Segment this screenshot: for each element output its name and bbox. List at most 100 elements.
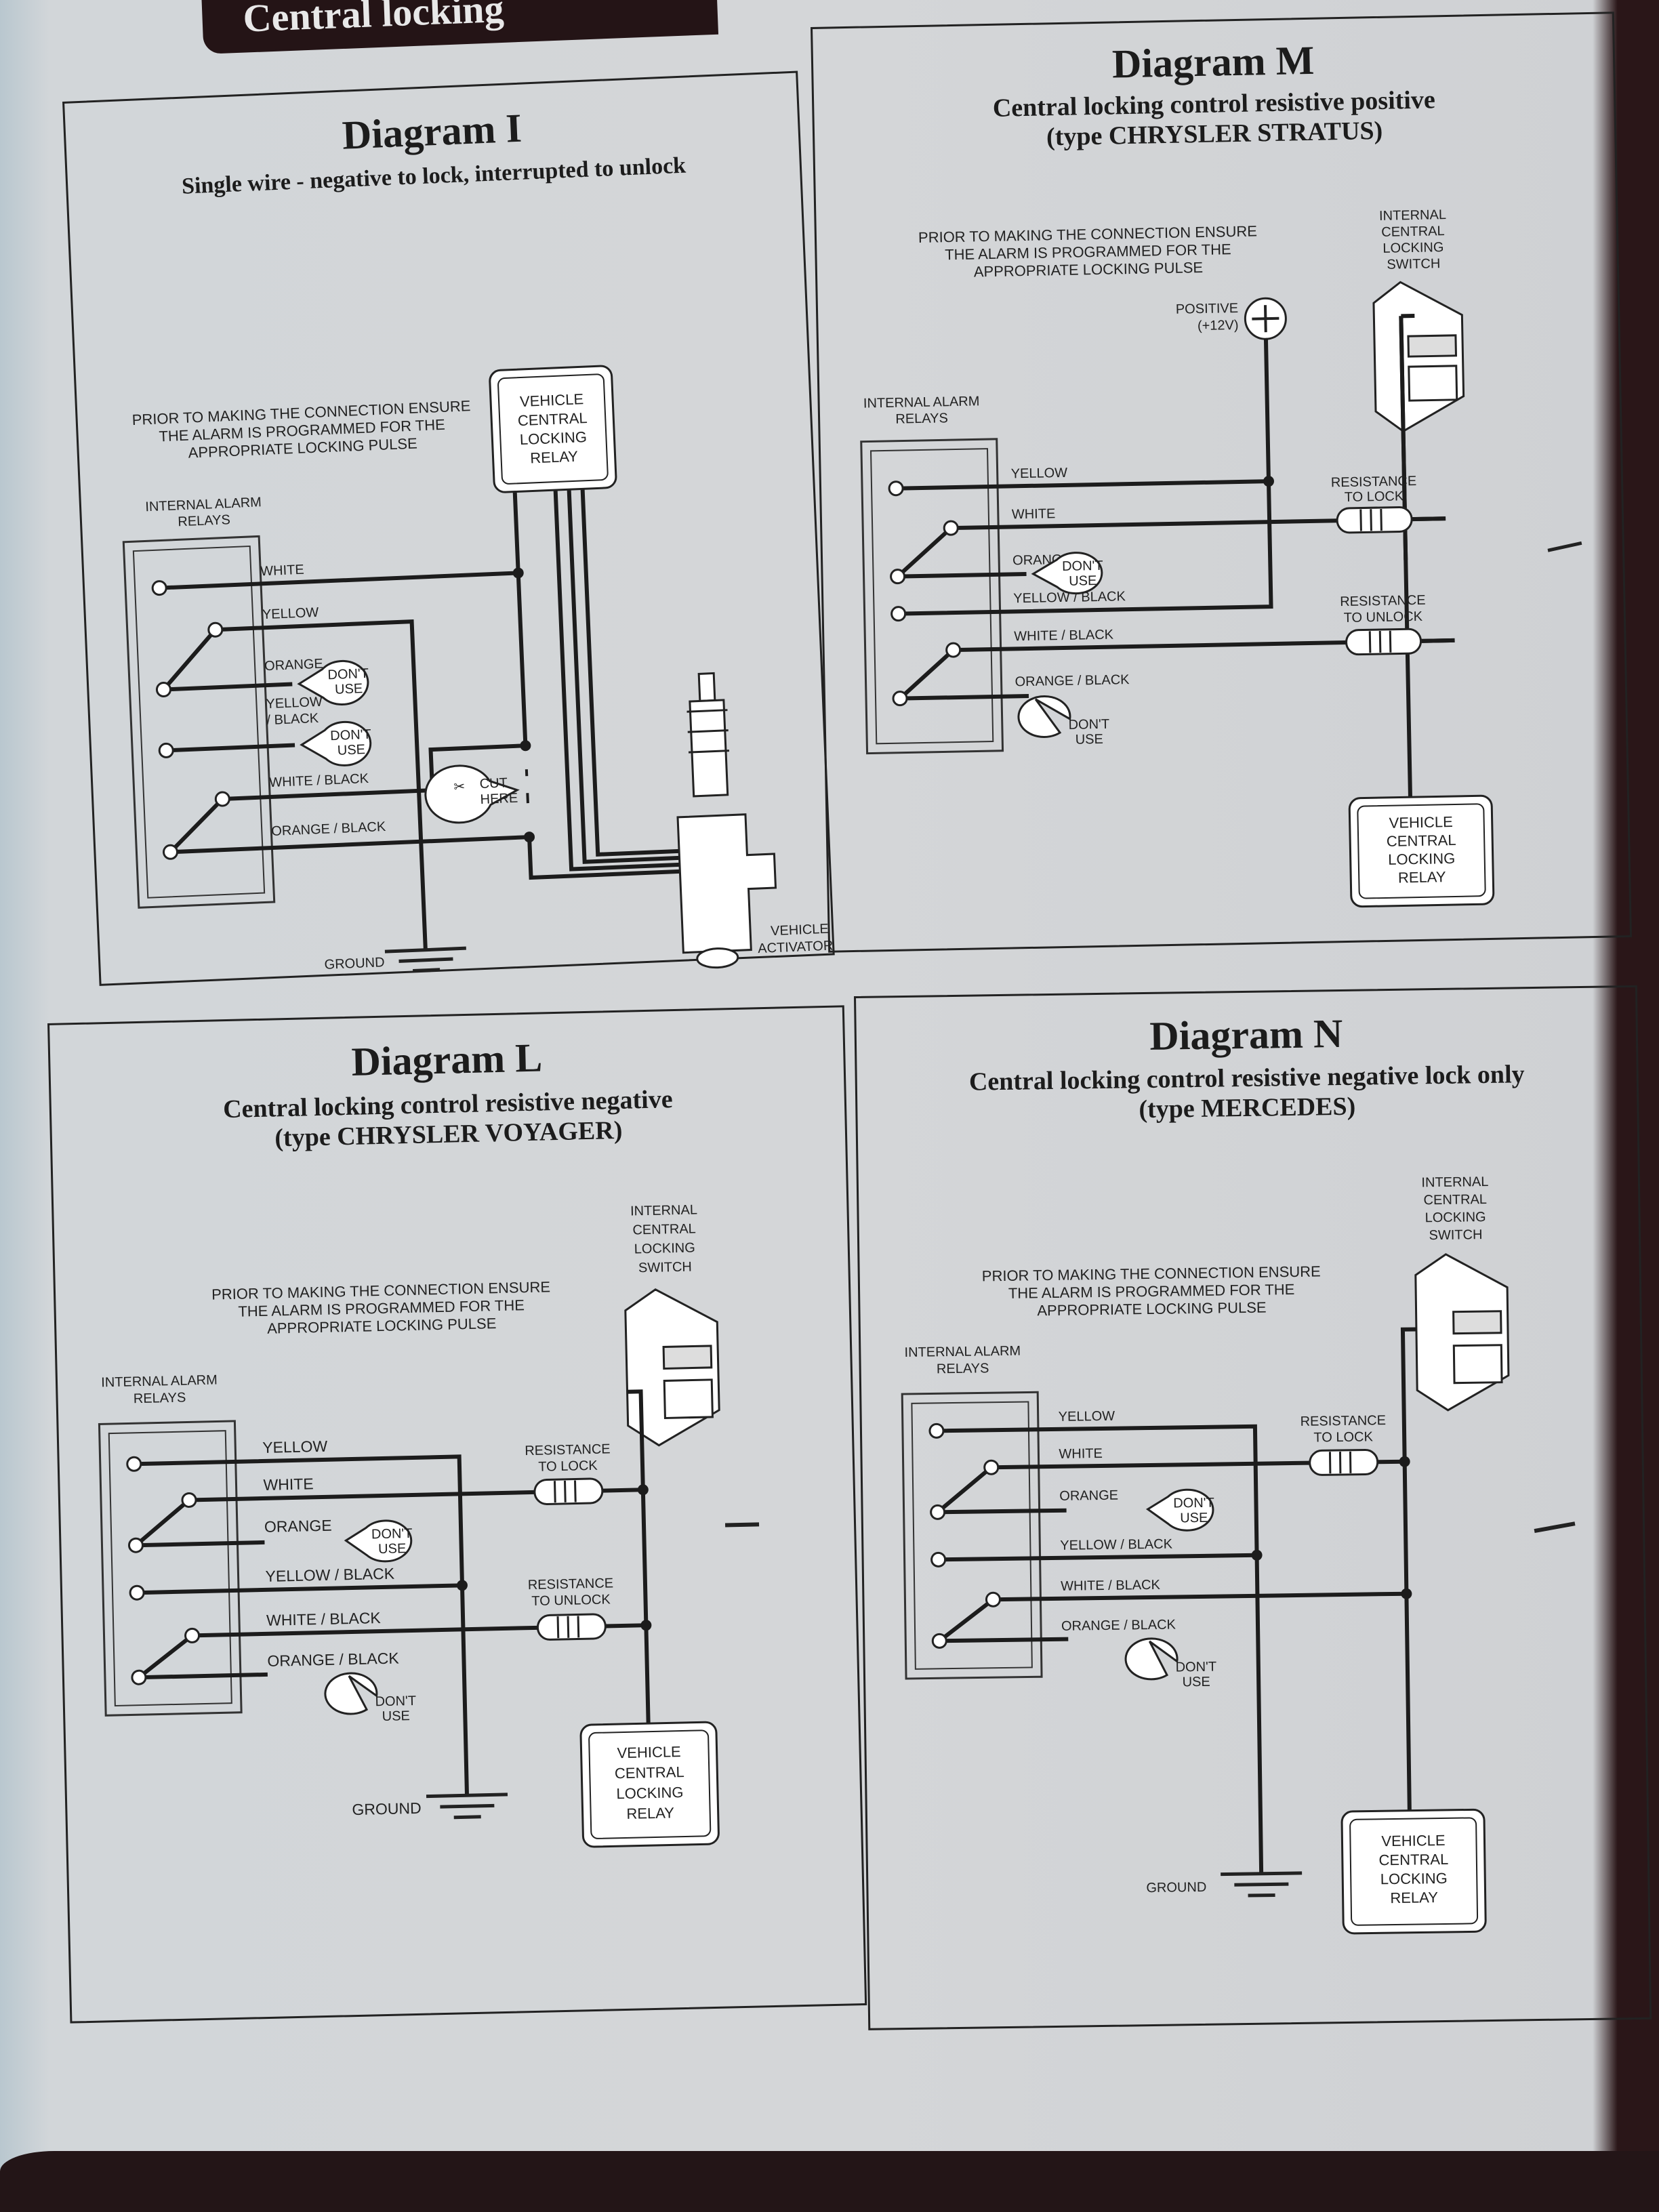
svg-text:CENTRAL: CENTRAL <box>615 1763 684 1782</box>
wires <box>896 313 1455 798</box>
scissors-icon: ✂ <box>453 779 466 795</box>
svg-text:/ BLACK: / BLACK <box>266 711 319 728</box>
svg-text:TO UNLOCK: TO UNLOCK <box>531 1592 611 1609</box>
svg-text:INTERNAL ALARM: INTERNAL ALARM <box>101 1372 218 1390</box>
svg-text:CENTRAL: CENTRAL <box>517 409 588 429</box>
diagram-l-panel: Diagram L Central locking control resist… <box>47 1005 867 2024</box>
internal-switch-label: INTERNAL CENTRAL LOCKING SWITCH <box>630 1202 697 1276</box>
svg-text:THE ALARM IS PROGRAMMED FOR TH: THE ALARM IS PROGRAMMED FOR THE <box>1008 1281 1295 1302</box>
svg-text:RELAY: RELAY <box>626 1804 674 1822</box>
svg-text:DON'T: DON'T <box>375 1694 416 1709</box>
svg-text:ORANGE / BLACK: ORANGE / BLACK <box>267 1649 399 1669</box>
svg-text:SWITCH: SWITCH <box>638 1260 692 1276</box>
svg-text:DON'T: DON'T <box>1173 1496 1214 1511</box>
svg-text:DON'T: DON'T <box>1068 717 1109 733</box>
internal-central-locking-switch-icon <box>1372 281 1465 433</box>
svg-text:RELAY: RELAY <box>1398 868 1446 886</box>
svg-text:RELAYS: RELAYS <box>134 1391 186 1407</box>
internal-alarm-relays: INTERNAL ALARM RELAYS <box>901 1344 1043 1680</box>
svg-text:RELAYS: RELAYS <box>937 1361 989 1376</box>
resistor-to-unlock: RESISTANCE TO UNLOCK <box>1340 593 1426 656</box>
svg-text:HERE: HERE <box>480 791 518 807</box>
svg-text:WHITE: WHITE <box>1059 1446 1103 1462</box>
svg-text:RESISTANCE: RESISTANCE <box>528 1576 614 1593</box>
svg-text:INTERNAL ALARM: INTERNAL ALARM <box>904 1344 1021 1360</box>
diagram-n-schematic: PRIOR TO MAKING THE CONNECTION ENSURE TH… <box>901 1174 1576 1935</box>
svg-text:USE: USE <box>1075 732 1103 747</box>
svg-text:WHITE / BLACK: WHITE / BLACK <box>1014 628 1114 644</box>
svg-text:YELLOW / BLACK: YELLOW / BLACK <box>1060 1537 1173 1553</box>
positive-terminal: POSITIVE (+12V) <box>1176 297 1287 340</box>
svg-text:APPROPRIATE LOCKING PULSE: APPROPRIATE LOCKING PULSE <box>1037 1299 1267 1319</box>
svg-text:CENTRAL: CENTRAL <box>632 1221 696 1237</box>
svg-text:WHITE: WHITE <box>1012 506 1056 522</box>
connection-notice: PRIOR TO MAKING THE CONNECTION ENSURE TH… <box>918 222 1257 280</box>
svg-text:CENTRAL: CENTRAL <box>1381 224 1445 240</box>
dont-use-badge: DON'T USE <box>1017 695 1109 747</box>
svg-text:DON'T: DON'T <box>330 727 371 744</box>
svg-text:WHITE / BLACK: WHITE / BLACK <box>266 1609 382 1629</box>
internal-central-locking-switch-icon <box>624 1288 720 1447</box>
svg-text:SWITCH: SWITCH <box>1387 256 1440 272</box>
svg-text:USE: USE <box>337 742 365 758</box>
section-title: Central locking <box>242 0 505 41</box>
diagram-i-schematic: PRIOR TO MAKING THE CONNECTION ENSURE TH… <box>122 365 834 972</box>
svg-text:TO LOCK: TO LOCK <box>1345 489 1404 505</box>
svg-text:VEHICLE: VEHICLE <box>520 390 584 410</box>
junctions <box>512 567 535 843</box>
svg-text:ORANGE / BLACK: ORANGE / BLACK <box>1015 672 1130 689</box>
svg-text:CENTRAL: CENTRAL <box>1423 1192 1487 1208</box>
svg-text:USE: USE <box>1069 573 1097 589</box>
diagram-l-schematic: PRIOR TO MAKING THE CONNECTION ENSURE TH… <box>98 1202 760 1848</box>
svg-text:USE: USE <box>335 681 363 697</box>
vehicle-central-locking-relay: VEHICLE CENTRAL LOCKING RELAY <box>1340 1808 1487 1935</box>
svg-text:LOCKING: LOCKING <box>1380 1870 1448 1887</box>
svg-text:WHITE / BLACK: WHITE / BLACK <box>1061 1578 1161 1594</box>
page-edge-shadow <box>0 2151 1659 2212</box>
svg-text:RESISTANCE: RESISTANCE <box>1300 1413 1387 1429</box>
internal-central-locking-switch-icon <box>1414 1253 1510 1412</box>
svg-text:VEHICLE: VEHICLE <box>1389 813 1453 832</box>
dont-use-badge: DON'T USE <box>297 659 369 705</box>
wires <box>936 1327 1416 1874</box>
svg-text:ORANGE: ORANGE <box>264 657 324 674</box>
resistor-to-unlock: RESISTANCE TO UNLOCK <box>528 1576 614 1641</box>
svg-text:USE: USE <box>1182 1675 1210 1690</box>
svg-text:TO LOCK: TO LOCK <box>1313 1429 1373 1445</box>
internal-alarm-relays: INTERNAL ALARM RELAYS <box>122 495 276 909</box>
svg-text:TO LOCK: TO LOCK <box>538 1458 598 1475</box>
relay-terminals <box>151 580 230 860</box>
relay-terminals <box>928 1422 1001 1649</box>
svg-text:TO UNLOCK: TO UNLOCK <box>1344 609 1423 626</box>
svg-text:ORANGE: ORANGE <box>264 1517 332 1536</box>
svg-text:DON'T: DON'T <box>371 1526 413 1542</box>
dont-use-badge: DON'T USE <box>344 1519 413 1563</box>
resistor-to-lock: RESISTANCE TO LOCK <box>1331 474 1416 534</box>
svg-text:INTERNAL: INTERNAL <box>630 1202 697 1218</box>
svg-text:INTERNAL ALARM: INTERNAL ALARM <box>145 495 262 514</box>
svg-text:LOCKING: LOCKING <box>1425 1210 1486 1225</box>
cut-here-badge: ✂ CUT HERE <box>424 764 520 824</box>
svg-text:APPROPRIATE LOCKING PULSE: APPROPRIATE LOCKING PULSE <box>974 259 1204 280</box>
svg-text:LOCKING: LOCKING <box>1388 850 1455 868</box>
diagram-m-schematic: PRIOR TO MAKING THE CONNECTION ENSURE TH… <box>860 207 1582 908</box>
svg-text:RELAYS: RELAYS <box>178 512 230 529</box>
vehicle-central-locking-relay: VEHICLE CENTRAL LOCKING RELAY <box>1348 794 1495 908</box>
svg-text:YELLOW / BLACK: YELLOW / BLACK <box>265 1565 395 1585</box>
dont-use-badge: DON'T USE <box>324 1672 416 1724</box>
svg-text:YELLOW: YELLOW <box>262 1437 328 1456</box>
svg-text:RELAY: RELAY <box>1390 1889 1438 1906</box>
svg-text:ORANGE / BLACK: ORANGE / BLACK <box>271 819 386 839</box>
svg-text:ORANGE / BLACK: ORANGE / BLACK <box>1061 1617 1176 1633</box>
ground-symbol <box>426 1793 508 1820</box>
svg-text:WHITE: WHITE <box>263 1475 314 1494</box>
svg-text:ACTIVATOR: ACTIVATOR <box>758 938 834 956</box>
negative-marker <box>1534 1521 1576 1534</box>
svg-text:INTERNAL ALARM: INTERNAL ALARM <box>863 394 980 411</box>
svg-text:(+12V): (+12V) <box>1197 318 1239 333</box>
vehicle-central-locking-relay: VEHICLE CENTRAL LOCKING RELAY <box>489 365 617 493</box>
ground-symbol <box>384 946 466 972</box>
svg-text:RELAYS: RELAYS <box>895 411 948 426</box>
svg-text:DON'T: DON'T <box>1175 1660 1216 1675</box>
svg-text:RESISTANCE: RESISTANCE <box>525 1441 611 1458</box>
